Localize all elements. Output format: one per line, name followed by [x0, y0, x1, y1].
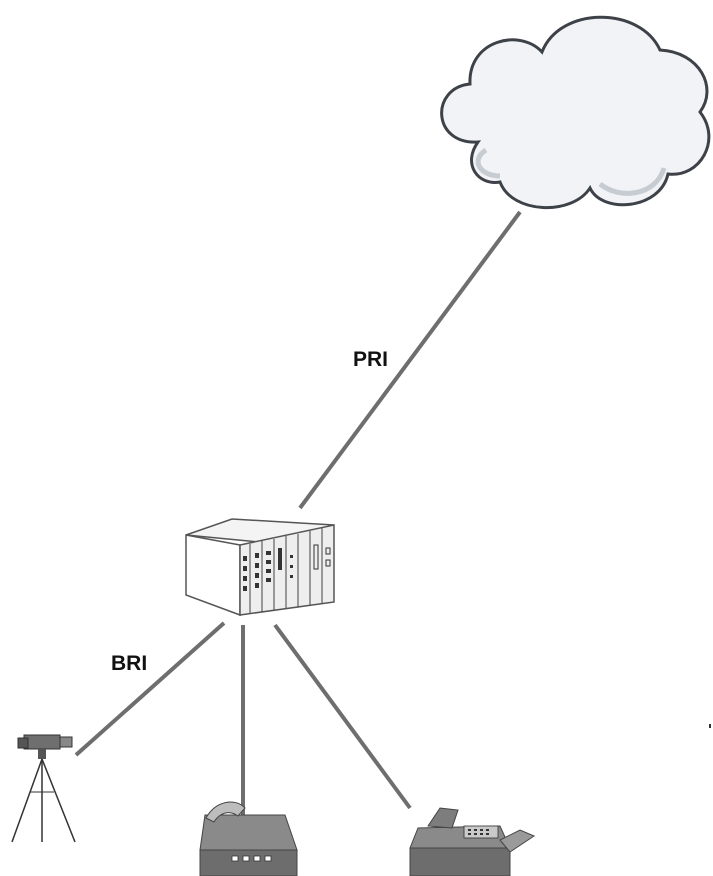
pri-link-label: PRI [353, 348, 389, 371]
pri-link-line [298, 210, 522, 510]
stray-mark [709, 724, 711, 728]
bri-link-line [74, 621, 226, 757]
telephone-icon [199, 801, 298, 876]
network-cloud-icon [440, 15, 711, 209]
video-camera-icon [11, 734, 76, 843]
fax-link-line [273, 623, 412, 810]
fax-machine-icon [409, 807, 536, 876]
pbx-switch-icon [185, 518, 335, 617]
bri-link-label: BRI [111, 652, 148, 675]
